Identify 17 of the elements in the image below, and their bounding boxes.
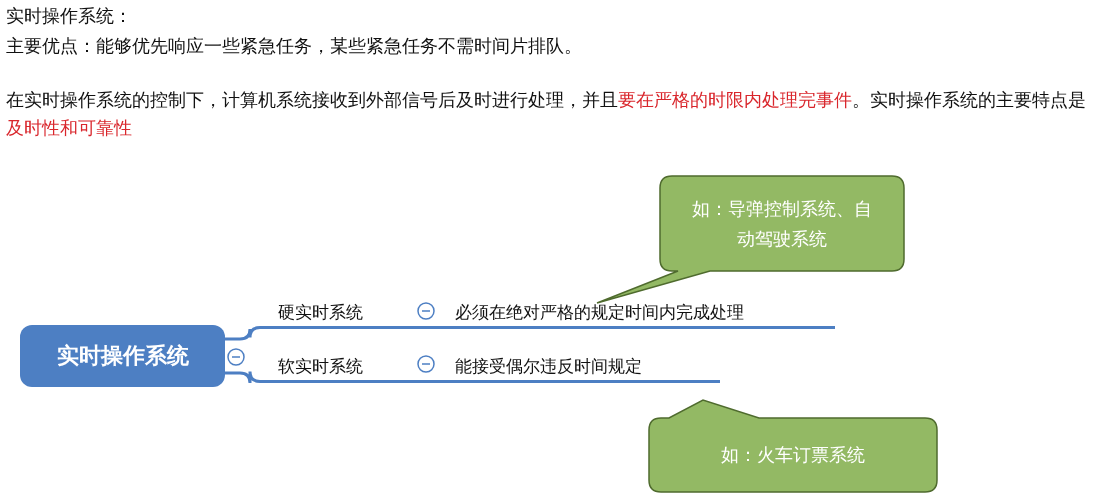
speech-bubble [595,175,905,305]
connector [225,370,261,385]
topic-text: 必须在绝对严格的规定时间内完成处理 [455,301,744,324]
topic-text: 软实时系统 [278,355,363,378]
paragraph: 在实时操作系统的控制下，计算机系统接收到外部信号后及时进行处理，并且要在严格的时限内处理完事件。实时操作系统的主要特点是及时性和可靠性 [6,88,1087,140]
connector [410,380,445,383]
heading: 实时操作系统： [6,4,132,28]
callout-text: 如：火车订票系统 [720,443,866,467]
topic-text: 硬实时系统 [278,301,363,324]
topic-text: 能接受偶尔违反时间规定 [455,355,642,378]
topic-box [20,325,225,387]
speech-bubble [648,398,938,493]
connector [225,326,261,341]
paragraph: 主要优点：能够优先响应一些紧急任务，某些紧急任务不需时间片排队。 [6,34,582,58]
callout-text: 如：导弹控制系统、自动驾驶系统 [691,196,873,251]
connector [410,326,445,329]
topic-text: 实时操作系统 [55,342,190,370]
